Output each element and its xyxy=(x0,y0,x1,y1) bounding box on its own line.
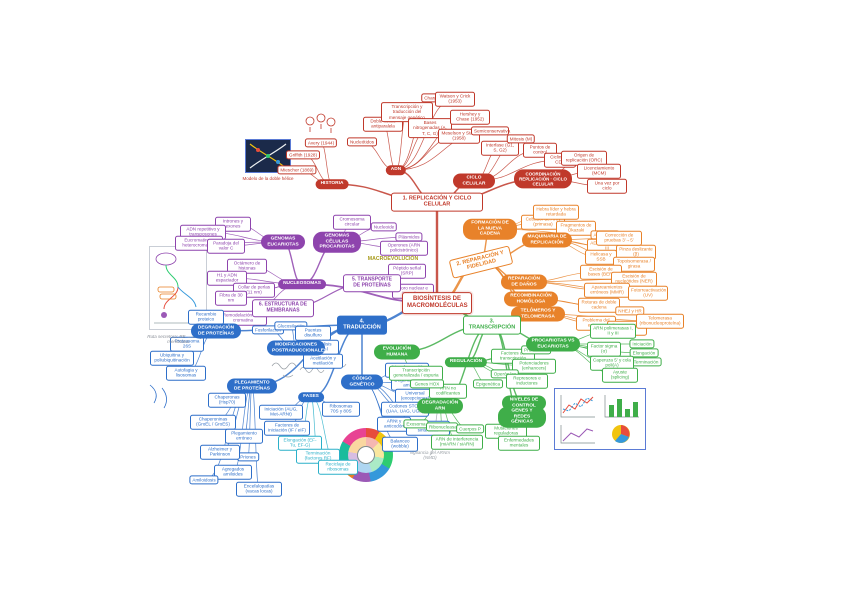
node-formacion-de-la-nueva-cadena: Formación de la nueva cadena xyxy=(463,218,517,240)
node-5-transporte-de-proteinas: 5. Transporte de proteínas xyxy=(343,274,401,292)
node-reparacion-de-danos: Reparación de daños xyxy=(501,274,547,290)
node-ubiquitina-y-poliubiquitinacion: Ubiquitina y poliubiquitinación xyxy=(150,350,194,366)
node-iniciacion-aug-met-arnt: Iniciación (AUG, Met-ARNt) xyxy=(259,404,303,420)
node-ayuste-splicing: Ayuste (splicing) xyxy=(602,367,638,383)
node-maquinaria-de-replicacion: Maquinaria de replicación xyxy=(522,232,572,248)
node-modificaciones-postraduccionales: Modificaciones postraduccionales xyxy=(267,340,327,356)
node-arn-polimerasas-i-ii-y-iii: ARN polimerasas I, II y III xyxy=(590,323,636,339)
node-codigo-genetico: Código genético xyxy=(341,374,383,390)
node-hebra-lider-y-hebra-retardada: Hebra líder y hebra retardada xyxy=(533,204,579,220)
node-reciclaje-de-ribosomas: Reciclaje de ribosomas xyxy=(318,459,358,475)
node-nucleoide: Nucleoide xyxy=(370,222,398,232)
node-griffith-1928: Griffith (1928) xyxy=(286,150,320,160)
node-1-replicacion-y-ciclo-celular: 1. Replicación y ciclo celular xyxy=(391,192,483,212)
node-genomas-eucariotas: Genomas eucariotas xyxy=(261,234,305,250)
node-degradacion-de-proteinas: Degradación de proteínas xyxy=(191,323,241,339)
node-enfermedades-mentales: Enfermedades mentales xyxy=(498,435,540,451)
node-alzheimer-y-parkinson: Alzheimer y Parkinson xyxy=(200,444,240,460)
node-priones: Priones xyxy=(237,452,259,462)
node-6-estructura-de-membranas: 6. Estructura de membranas xyxy=(252,299,314,317)
node-una-vez-por-ciclo: Una vez por ciclo xyxy=(587,178,627,194)
node-recambio-proteico: Recambio proteico xyxy=(188,309,224,325)
node-chaperonas-hsp70: Chaperonas (Hsp70) xyxy=(208,392,246,408)
node-represores-e-inductores: Represores e inductores xyxy=(506,373,548,389)
node-genes-y-redes-genicas: Genes y redes génicas xyxy=(498,406,546,428)
node-elongacion: Elongación xyxy=(629,348,659,358)
node-roturas-de-doble-cadena: Roturas de doble cadena xyxy=(578,297,620,313)
node-factor-sigma: Factor sigma (σ) xyxy=(587,341,621,357)
node-coordinacion-replicacion-ciclo-celular: Coordinación replicación · ciclo celular xyxy=(514,169,572,189)
node-adn: ADN xyxy=(385,165,407,175)
node-apareamientos-erroneos-mmr: Apareamientos erróneos (MMR) xyxy=(584,282,630,298)
node-iniciacion: Iniciación xyxy=(629,339,655,349)
node-licenciamiento-mcm: Licenciamiento (MCM) xyxy=(577,163,621,179)
node-nucleosomas: Nucleosomas xyxy=(278,279,326,289)
node-2-reparacion-y-fidelidad: 2. Reparación y fidelidad xyxy=(448,245,514,279)
edge-priones xyxy=(247,385,253,458)
node-telomerasa-ribonucleoproteina: Telomerasa (ribonucleoproteína) xyxy=(636,313,684,329)
node-hershey-y-chase-1952: Hershey y Chase (1952) xyxy=(450,109,490,125)
codon-wheel-core xyxy=(357,446,375,464)
node-ribonucleasas: Ribonucleasas xyxy=(426,422,459,432)
node-vigilancia-del-arnm-nmd: vigilancia del ARNm (NMD) xyxy=(409,449,451,460)
node-chaperoninas-groel-groes: Chaperoninas (GroEL / GroES) xyxy=(190,414,236,430)
node-avery-1944: Avery (1944) xyxy=(304,138,338,148)
edge-avery-1944 xyxy=(320,142,333,185)
node-miescher-1869: Miescher (1869) xyxy=(277,165,317,175)
node-procariotas-vs-eucariotas: Procariotas vs eucariotas xyxy=(526,336,580,352)
expression-charts-image xyxy=(554,388,646,450)
node-recombinacion-homologa: Recombinación homóloga xyxy=(504,291,558,307)
node-ciclo-celular: Ciclo celular xyxy=(453,173,495,189)
node-amiloidosis: Amiloidosis xyxy=(189,475,219,485)
node-operones-arn-policistronico: Operones (ARN policistrónico) xyxy=(380,240,428,256)
node-encefalopatias-vacas-locas: Encefalopatías (vacas locas) xyxy=(236,481,282,497)
node-macroevolucion: Macroevolución xyxy=(367,256,419,263)
node-agregados-amiloides: Agregados amiloides xyxy=(214,464,252,480)
experiment-doodle-icon xyxy=(305,113,336,133)
node-historia: Historia xyxy=(315,179,349,189)
node-transcripcion-generalizada-espuria: Transcripción generalizada / espuria xyxy=(389,365,443,381)
node-ribosomas-70s-y-80s: Ribosomas 70S y 80S xyxy=(322,401,360,417)
dna-photo-caption: Modelo de la doble hélice xyxy=(242,176,294,181)
node-paradoja-del-valor-c: Paradoja del valor C xyxy=(207,238,245,254)
node-degradacion-arn: Degradación ARN xyxy=(417,398,463,414)
node-epigenetica: Epigenética xyxy=(472,379,504,389)
node-fases: Fases xyxy=(298,392,324,402)
node-fibra-de-30-nm: Fibra de 30 nm xyxy=(215,290,247,306)
node-correccion-de-pruebas-3-5: Corrección de pruebas 3'→5' xyxy=(596,230,642,246)
node-genomas-celulas-procariotas: Genomas células procariotas xyxy=(313,231,361,253)
node-autofagia-y-lisosomas: Autofagia y lisosomas xyxy=(166,365,206,381)
node-acetilacion-y-metilacion: Acetilación y metilación xyxy=(303,353,343,369)
node-fotorreactivacion-uv: Fotorreactivación (UV) xyxy=(628,285,668,301)
node-puentes-disulfuro: Puentes disulfuro xyxy=(295,325,331,341)
node-watson-y-crick-1953: Watson y Crick (1953) xyxy=(435,91,475,107)
node-cuerpos-p: Cuerpos P xyxy=(456,424,484,434)
node-semiconservativa: Semiconservativa xyxy=(471,126,510,136)
node-exosoma: Exosoma xyxy=(403,419,429,429)
arrow-doodles xyxy=(149,384,167,409)
node-cromosoma-circular: Cromosoma circular xyxy=(333,214,371,230)
node-terminacion: Terminación xyxy=(630,357,662,367)
node-nucleotidos: Nucleótidos xyxy=(346,137,378,147)
node-arn-de-interferencia-miarn-siarn: ARN de interferencia (miARN / siARN) xyxy=(431,434,483,450)
node-biosintesis-de-macromoleculas: Biosíntesis de macromoléculas xyxy=(402,292,472,314)
node-plegamiento-de-proteinas: Plegamiento de proteínas xyxy=(227,378,277,394)
node-factores-de-iniciacion-if-eif: Factores de iniciación (IF / eIF) xyxy=(264,420,310,436)
node-3-transcripcion: 3. Transcripción xyxy=(463,315,521,335)
node-regulacion: Regulación xyxy=(444,357,488,367)
node-4-traduccion: 4. Traducción xyxy=(337,315,387,335)
node-genes-hox: Genes HOX xyxy=(410,379,444,389)
node-plegamiento-erroneo: Plegamiento erróneo xyxy=(225,428,263,444)
node-evolucion-humana: Evolución humana xyxy=(374,344,420,360)
